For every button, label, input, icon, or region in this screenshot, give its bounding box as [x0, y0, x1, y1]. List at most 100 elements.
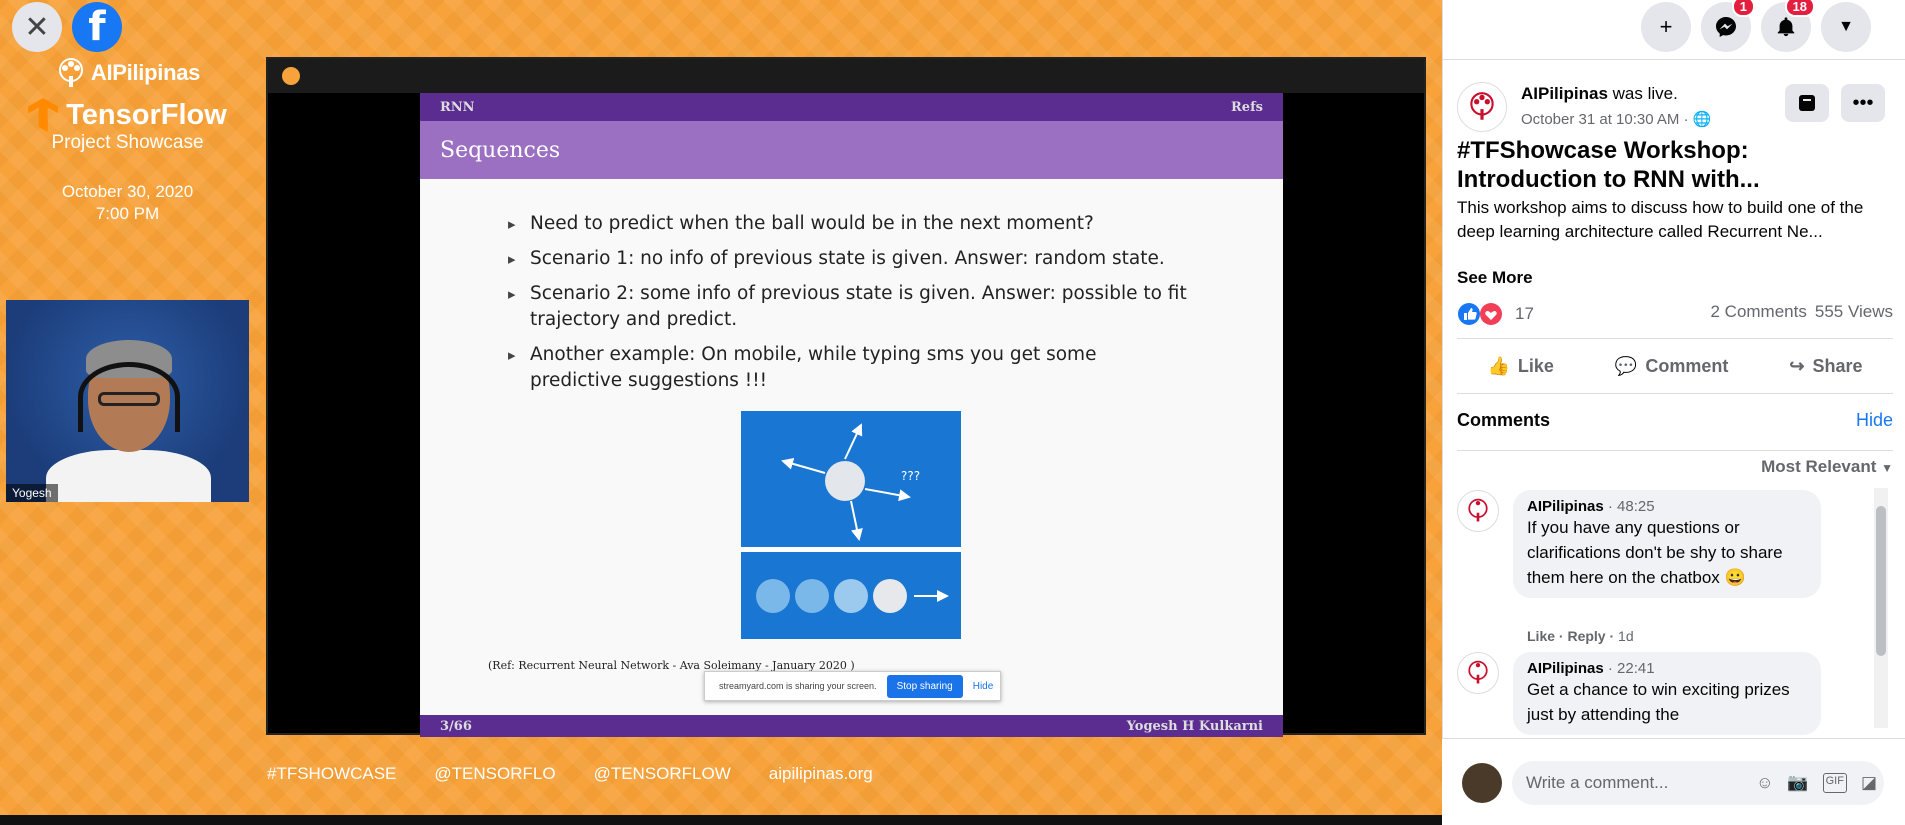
user-avatar[interactable] — [1462, 763, 1502, 803]
hide-comments-button[interactable]: Hide — [1855, 410, 1893, 430]
comment-reply-link[interactable]: Reply — [1567, 628, 1606, 644]
close-icon[interactable]: ✕ — [12, 2, 62, 52]
notifications-button[interactable]: 18 — [1761, 0, 1815, 52]
post-author[interactable]: AIPilipinas — [1521, 84, 1608, 103]
reactions-row: 17 2 Comments 555 Views — [1457, 302, 1893, 326]
save-icon — [1799, 95, 1815, 111]
hide-sharing-bar-button[interactable]: Hide — [972, 680, 994, 692]
recording-dot-icon — [282, 67, 300, 85]
slide-bullet: Scenario 1: no info of previous state is… — [508, 246, 1188, 272]
participant-name: Yogesh — [6, 484, 58, 502]
slide-reference: (Ref: Recurrent Neural Network - Ava Sol… — [488, 659, 855, 672]
comment-placeholder: Write a comment... — [1526, 773, 1669, 792]
product-name: TensorFlow — [66, 98, 227, 131]
sticker-icon[interactable]: ◪ — [1860, 773, 1877, 792]
comment-sort-dropdown[interactable]: Most Relevant ▼ — [1457, 450, 1893, 477]
messenger-button[interactable]: 1 — [1701, 0, 1755, 52]
comment-text: If you have any questions or clarificati… — [1527, 518, 1783, 587]
slide-bullet: Scenario 2: some info of previous state … — [508, 281, 1188, 333]
event-branding: AIPilipinas TensorFlow Project Showcase … — [0, 58, 255, 224]
share-arrow-icon: ↪ — [1789, 355, 1805, 376]
comment-button[interactable]: 💬Comment — [1615, 356, 1728, 377]
like-button[interactable]: 👍Like — [1487, 356, 1553, 377]
comment-text: Get a chance to win exciting prizes just… — [1527, 680, 1790, 724]
comment-item: AIPilipinas · 22:41 Get a chance to win … — [1457, 652, 1877, 738]
more-options-button[interactable]: ••• — [1841, 84, 1885, 122]
speaker-camera: Yogesh — [6, 300, 249, 502]
comment-composer: Write a comment... ☺ 📷 GIF ◪ — [1442, 738, 1905, 825]
post-date[interactable]: October 31 at 10:30 AM · — [1521, 111, 1689, 128]
save-post-button[interactable] — [1785, 84, 1829, 122]
share-button[interactable]: ↪Share — [1789, 356, 1862, 377]
slide-bullets: Need to predict when the ball would be i… — [508, 211, 1188, 394]
tensorflow-logo: TensorFlow — [0, 98, 255, 132]
camera-icon[interactable]: 📷 — [1787, 773, 1809, 792]
like-love-reaction-icons[interactable] — [1457, 302, 1509, 326]
page-avatar[interactable] — [1457, 82, 1507, 132]
see-more-link[interactable]: See More — [1457, 268, 1533, 287]
comment-timestamp[interactable]: 48:25 — [1617, 498, 1655, 515]
slide-header-right: Refs — [1231, 99, 1263, 115]
footer-tag: @TENSORFLOW — [593, 764, 731, 783]
slide-header-left: RNN — [440, 99, 475, 115]
presentation-slide: RNN Refs Sequences Need to predict when … — [420, 93, 1283, 737]
comment-bubble-icon: 💬 — [1614, 355, 1638, 376]
comments-heading: Comments — [1457, 410, 1551, 430]
comment-author[interactable]: AIPilipinas — [1527, 660, 1604, 677]
comments-count[interactable]: 2 Comments — [1710, 302, 1807, 321]
comments-scrollbar[interactable] — [1874, 488, 1888, 728]
views-count: 555 Views — [1814, 302, 1893, 321]
screen-sharing-bar: streamyard.com is sharing your screen. S… — [704, 671, 1001, 701]
slide-footer: 3/66 Yogesh H Kulkarni — [420, 715, 1283, 737]
post-description: This workshop aims to discuss how to bui… — [1457, 198, 1864, 241]
comment-avatar[interactable] — [1457, 490, 1499, 532]
aipilipinas-tree-icon — [1468, 660, 1488, 684]
aipilipinas-logo: AIPilipinas — [0, 58, 255, 88]
chevron-down-icon: ▼ — [1838, 18, 1854, 35]
facebook-logo-icon[interactable]: f — [72, 2, 122, 52]
comment-author[interactable]: AIPilipinas — [1527, 498, 1604, 515]
rnn-figure: ??? — [741, 411, 961, 639]
composer-icons: ☺ 📷 GIF ◪ — [1756, 773, 1877, 793]
figure-question-label: ??? — [901, 469, 921, 483]
footer-tag: @TENSORFLO — [434, 764, 556, 783]
gif-icon[interactable]: GIF — [1822, 773, 1847, 793]
comment-avatar[interactable] — [1457, 652, 1499, 694]
screen-share: RNN Refs Sequences Need to predict when … — [266, 57, 1426, 737]
comment-age[interactable]: 1d — [1618, 628, 1634, 644]
slide-bullet: Another example: On mobile, while typing… — [508, 342, 1188, 394]
notifications-badge: 18 — [1784, 0, 1815, 17]
comment-timestamp[interactable]: 22:41 — [1617, 660, 1655, 677]
tensorflow-icon — [28, 98, 59, 132]
plus-icon: + — [1659, 14, 1673, 39]
reaction-count[interactable]: 17 — [1515, 304, 1534, 323]
slide-title: Sequences — [420, 121, 1283, 179]
video-stage: ✕ f AIPilipinas TensorFlow Project Showc… — [0, 0, 1442, 825]
slide-page-number: 3/66 — [440, 718, 472, 734]
more-dots-icon: ••• — [1852, 91, 1874, 114]
emoji-icon[interactable]: ☺ — [1756, 773, 1774, 792]
comment-author-line: AIPilipinas · 48:25 — [1527, 498, 1655, 515]
comment-author-line: AIPilipinas · 22:41 — [1527, 660, 1655, 677]
post-status: was live. — [1612, 84, 1678, 103]
stop-sharing-button[interactable]: Stop sharing — [886, 674, 963, 698]
comments-header: Comments Hide — [1457, 410, 1893, 431]
post-actions: 👍Like 💬Comment ↪Share — [1457, 338, 1893, 394]
post-header: AIPilipinas was live. — [1521, 84, 1678, 104]
footer-tag: aipilipinas.org — [768, 764, 873, 783]
comment-meta: Like · Reply · 1d — [1527, 628, 1634, 644]
speaker-shirt — [46, 450, 211, 502]
event-name: Project Showcase — [51, 132, 204, 153]
comment-like-link[interactable]: Like — [1527, 628, 1556, 644]
sort-label: Most Relevant — [1761, 457, 1877, 476]
account-menu-button[interactable]: ▼ — [1821, 2, 1871, 52]
post-date-line: October 31 at 10:30 AM · 🌐 — [1521, 110, 1711, 128]
caret-down-icon: ▼ — [1881, 461, 1893, 475]
scrollbar-thumb[interactable] — [1876, 506, 1886, 656]
ball-sequence-panel — [741, 552, 961, 639]
post-sidebar: + 1 18 ▼ AIPilipinas was live. October 3… — [1442, 0, 1905, 825]
messenger-badge: 1 — [1731, 0, 1755, 17]
post-stats: 2 Comments 555 Views — [1710, 302, 1893, 322]
create-button[interactable]: + — [1641, 2, 1691, 52]
comment-input[interactable]: Write a comment... — [1512, 761, 1884, 805]
